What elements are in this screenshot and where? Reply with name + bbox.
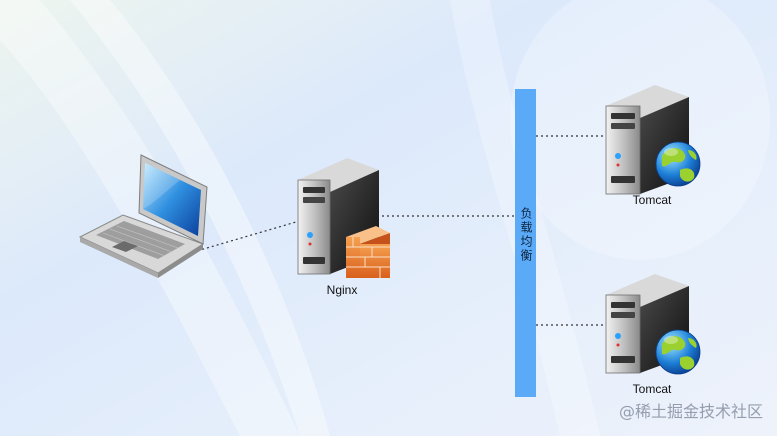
tomcat-top-label: Tomcat [632,193,672,207]
globe-icon [655,329,701,375]
firewall-icon [346,226,390,278]
tomcat-bottom-label: Tomcat [632,382,672,396]
globe-icon [655,141,701,187]
load-balancer-bar [515,89,536,397]
watermark: @稀土掘金技术社区 [618,402,763,421]
load-balancer-label: 负载均衡 [519,207,533,263]
laptop-icon [78,154,208,278]
background-swoosh [70,0,330,436]
nginx-label: Nginx [326,283,358,297]
